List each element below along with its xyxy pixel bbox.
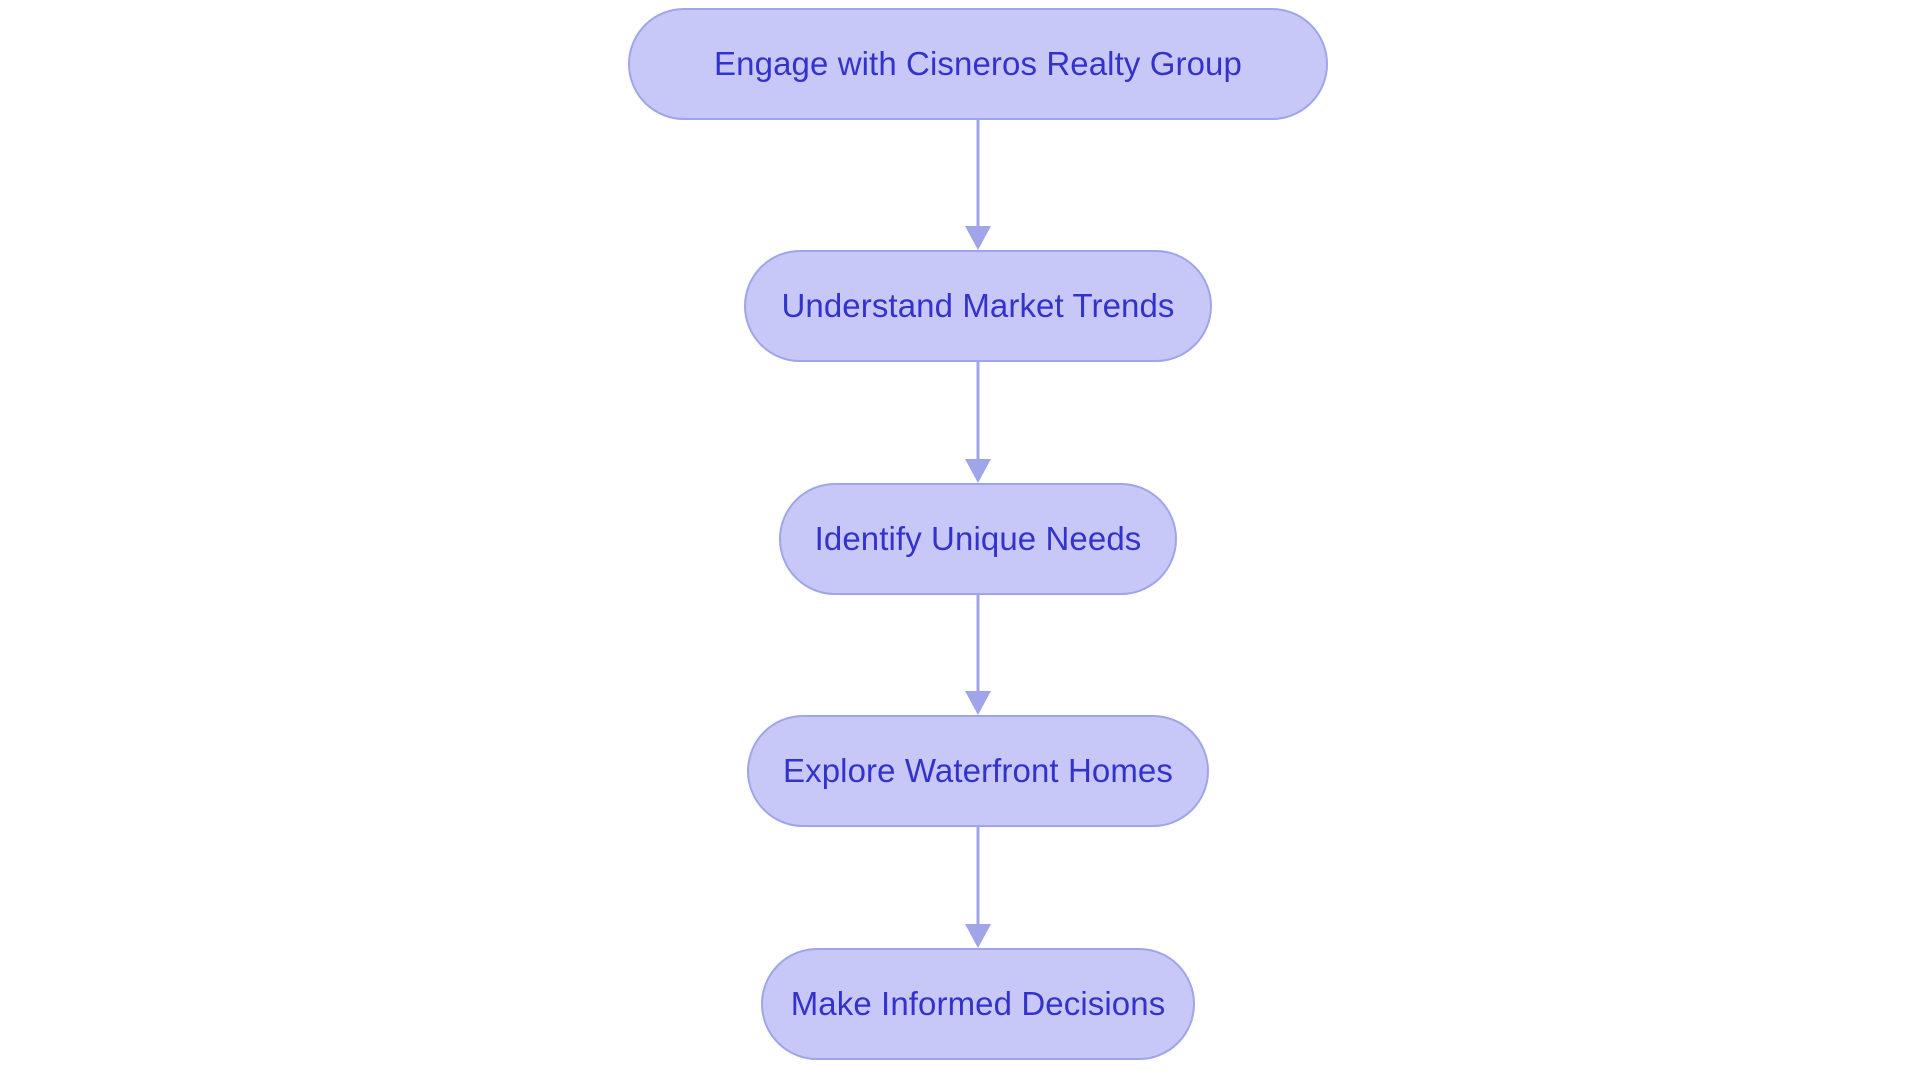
flow-node-5[interactable]: Make Informed Decisions	[761, 948, 1195, 1060]
flow-edge-e2	[965, 362, 991, 483]
flow-node-1[interactable]: Engage with Cisneros Realty Group	[628, 8, 1328, 120]
flow-node-4[interactable]: Explore Waterfront Homes	[747, 715, 1209, 827]
flow-node-4-label: Explore Waterfront Homes	[783, 752, 1173, 790]
flow-node-3[interactable]: Identify Unique Needs	[779, 483, 1177, 595]
flow-node-3-label: Identify Unique Needs	[814, 520, 1142, 558]
flow-node-5-label: Make Informed Decisions	[790, 985, 1166, 1023]
arrowhead-icon	[965, 924, 991, 948]
flow-node-2[interactable]: Understand Market Trends	[744, 250, 1212, 362]
flow-node-2-label: Understand Market Trends	[781, 287, 1175, 325]
arrowhead-icon	[965, 459, 991, 483]
flow-edge-e4	[965, 827, 991, 948]
flow-node-1-label: Engage with Cisneros Realty Group	[714, 45, 1242, 83]
arrowhead-icon	[965, 226, 991, 250]
flow-edge-e1	[965, 120, 991, 250]
arrowhead-icon	[965, 691, 991, 715]
flow-edge-e3	[965, 595, 991, 715]
